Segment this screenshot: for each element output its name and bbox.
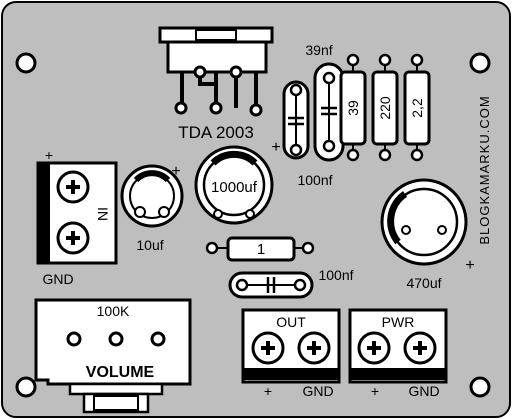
res-220-label: 220 [377, 96, 393, 120]
chip-label: TDA 2003 [178, 123, 254, 142]
input-label: IN [95, 207, 111, 221]
capacitor-1000uf [194, 145, 274, 225]
cap-100nf-top-label: 100nf [297, 172, 332, 188]
pot-value-label: 100K [97, 303, 130, 319]
resistor-220 [371, 53, 399, 162]
tda2003-chip [158, 26, 274, 117]
mounting-holes [15, 52, 491, 398]
res-2-2-label: 2,2 [409, 98, 425, 118]
power-label: PWR [382, 314, 415, 330]
power-gnd: GND [408, 383, 439, 399]
volume-potentiometer [34, 298, 192, 414]
resistor-39 [339, 53, 367, 162]
output-terminal [241, 308, 341, 384]
capacitor-10uf [120, 164, 184, 228]
cap-1000uf-label: 1000uf [211, 179, 258, 196]
website-text: BLOGKAMARKU.COM [477, 95, 492, 244]
cap-100nf-bottom-label: 100nf [318, 267, 353, 283]
cap-470uf-plus: + [465, 257, 474, 274]
cap-1000uf-plus: + [271, 139, 280, 156]
capacitor-100nf-bottom [228, 271, 314, 299]
cap-470uf-label: 470uf [406, 275, 441, 291]
cap-10uf-label: 10uf [136, 237, 163, 253]
output-plus: + [264, 383, 272, 399]
power-terminal [348, 308, 448, 384]
capacitor-39nf [313, 62, 345, 162]
cap-39nf-label: 39nf [305, 42, 332, 58]
power-plus: + [371, 383, 379, 399]
resistor-2-2 [403, 53, 431, 162]
output-gnd: GND [302, 383, 333, 399]
capacitor-470uf [380, 178, 468, 266]
resistor-1 [205, 236, 315, 262]
res-39-label: 39 [345, 100, 361, 116]
cap-10uf-plus: + [171, 163, 180, 180]
input-plus: + [45, 147, 53, 163]
res-1-label: 1 [257, 241, 265, 258]
pot-name-label: VOLUME [86, 364, 155, 381]
capacitor-small [282, 80, 310, 160]
input-gnd: GND [42, 271, 73, 287]
input-terminal [36, 161, 118, 265]
output-label: OUT [276, 314, 306, 330]
